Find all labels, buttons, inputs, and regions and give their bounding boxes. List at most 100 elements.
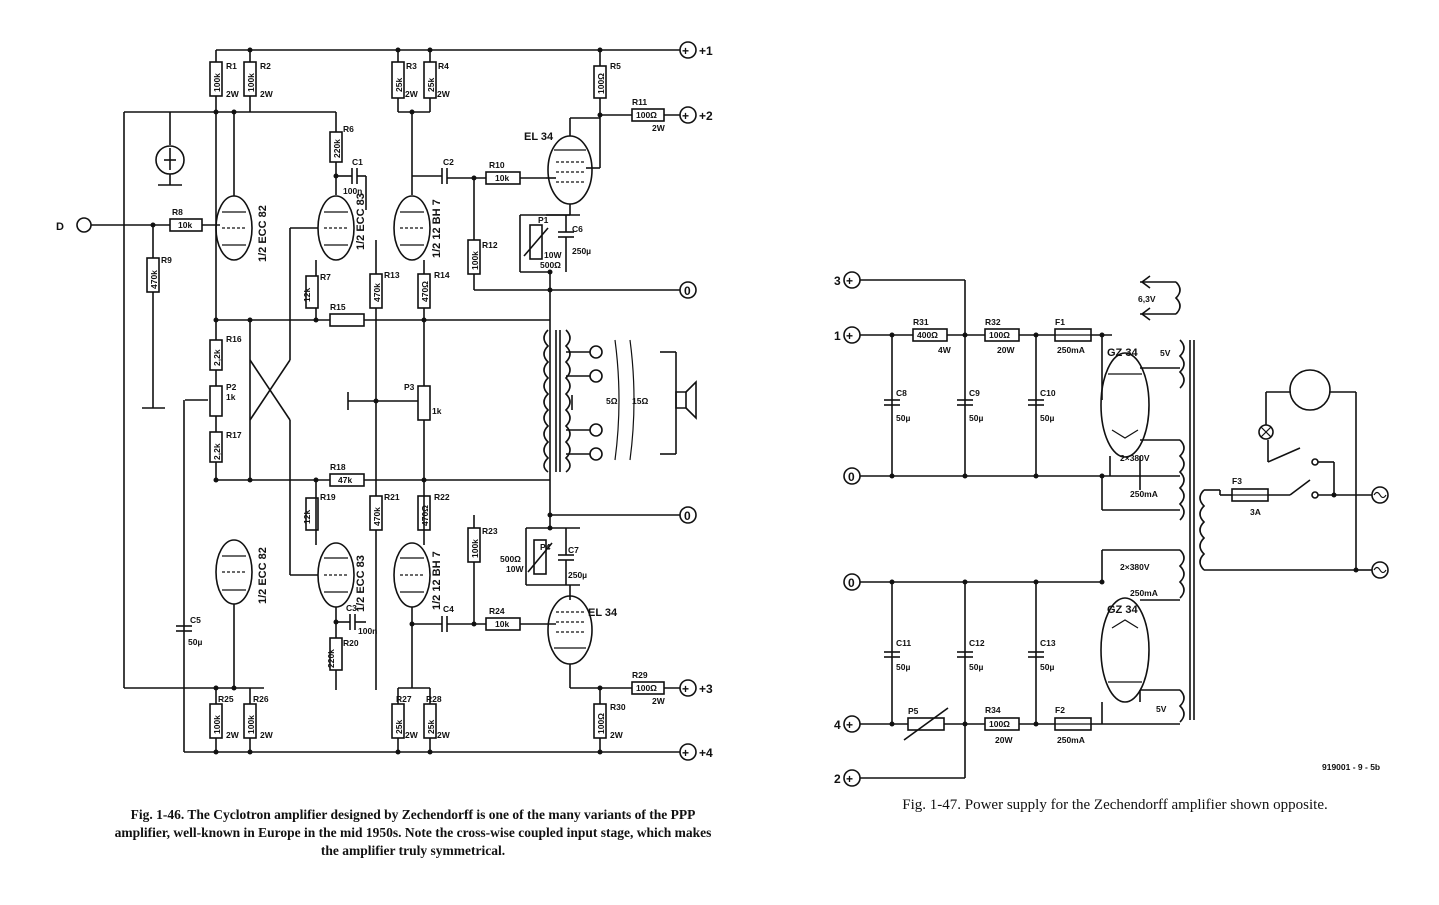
svg-text:P5: P5 bbox=[908, 706, 919, 716]
svg-text:R1: R1 bbox=[226, 61, 237, 71]
svg-text:R10: R10 bbox=[489, 160, 505, 170]
resistor-R14 bbox=[417, 273, 431, 309]
svg-text:100k: 100k bbox=[246, 715, 256, 734]
resistor-R8 bbox=[169, 218, 203, 232]
svg-text:C9: C9 bbox=[969, 388, 980, 398]
input-jack bbox=[76, 217, 92, 233]
svg-text:+: + bbox=[846, 772, 853, 786]
svg-text:5V: 5V bbox=[1156, 704, 1167, 714]
svg-text:2W: 2W bbox=[260, 89, 274, 99]
svg-text:12k: 12k bbox=[302, 288, 312, 302]
tube-12bh7-top bbox=[393, 195, 431, 261]
svg-text:3A: 3A bbox=[1250, 507, 1261, 517]
svg-text:1/2 12 BH 7: 1/2 12 BH 7 bbox=[431, 551, 443, 610]
svg-text:R18: R18 bbox=[330, 462, 346, 472]
resistor-R3 bbox=[391, 61, 405, 99]
svg-text:0: 0 bbox=[684, 509, 691, 523]
resistor-R31 bbox=[912, 328, 948, 342]
svg-text:F3: F3 bbox=[1232, 476, 1242, 486]
transformer-secondary-top bbox=[1178, 439, 1185, 521]
svg-text:0: 0 bbox=[848, 470, 855, 484]
resistor-R23 bbox=[467, 527, 481, 563]
tube-gz34-bottom bbox=[1100, 597, 1150, 703]
resistor-R30 bbox=[593, 703, 607, 739]
svg-text:1/2 ECC 82: 1/2 ECC 82 bbox=[257, 205, 269, 262]
svg-text:10W: 10W bbox=[506, 564, 524, 574]
svg-text:+3: +3 bbox=[699, 682, 713, 696]
resistor-R27 bbox=[391, 703, 405, 739]
svg-text:C8: C8 bbox=[896, 388, 907, 398]
pot-P2 bbox=[209, 385, 223, 417]
resistor-R32 bbox=[984, 328, 1020, 342]
svg-text:2W: 2W bbox=[610, 730, 624, 740]
svg-text:C5: C5 bbox=[190, 615, 201, 625]
svg-text:C3: C3 bbox=[346, 603, 357, 613]
svg-text:R34: R34 bbox=[985, 705, 1001, 715]
resistor-R19 bbox=[305, 497, 319, 531]
svg-text:25k: 25k bbox=[426, 720, 436, 734]
resistor-R29 bbox=[631, 681, 665, 695]
svg-text:47k: 47k bbox=[338, 475, 352, 485]
svg-text:50µ: 50µ bbox=[1040, 662, 1054, 672]
svg-text:+: + bbox=[846, 718, 853, 732]
svg-text:2W: 2W bbox=[437, 89, 451, 99]
svg-text:P1: P1 bbox=[538, 215, 549, 225]
svg-text:20W: 20W bbox=[995, 735, 1013, 745]
svg-text:2,2k: 2,2k bbox=[212, 443, 222, 460]
resistor-R11 bbox=[631, 108, 665, 122]
svg-text:100k: 100k bbox=[212, 715, 222, 734]
svg-text:250mA: 250mA bbox=[1057, 345, 1085, 355]
svg-text:2: 2 bbox=[834, 772, 841, 786]
svg-text:R5: R5 bbox=[610, 61, 621, 71]
svg-text:GZ 34: GZ 34 bbox=[1107, 604, 1138, 616]
svg-text:470k: 470k bbox=[372, 507, 382, 526]
resistor-R28 bbox=[423, 703, 437, 739]
svg-text:50µ: 50µ bbox=[969, 662, 983, 672]
svg-text:919001 - 9 - 5b: 919001 - 9 - 5b bbox=[1322, 762, 1380, 772]
resistor-R6 bbox=[329, 131, 343, 163]
svg-text:220k: 220k bbox=[326, 649, 336, 668]
svg-text:C7: C7 bbox=[568, 545, 579, 555]
svg-text:R25: R25 bbox=[218, 694, 234, 704]
svg-text:15Ω: 15Ω bbox=[632, 396, 648, 406]
svg-text:R6: R6 bbox=[343, 124, 354, 134]
svg-text:+: + bbox=[682, 44, 689, 58]
svg-text:P2: P2 bbox=[226, 382, 237, 392]
svg-text:F2: F2 bbox=[1055, 705, 1065, 715]
pot-P3 bbox=[417, 385, 431, 421]
svg-text:3: 3 bbox=[834, 274, 841, 288]
svg-text:R27: R27 bbox=[396, 694, 412, 704]
svg-text:R28: R28 bbox=[426, 694, 442, 704]
svg-text:R9: R9 bbox=[161, 255, 172, 265]
svg-text:+4: +4 bbox=[699, 746, 713, 760]
svg-text:470k: 470k bbox=[372, 283, 382, 302]
svg-text:470Ω: 470Ω bbox=[420, 281, 430, 302]
terminal-plus-1 bbox=[679, 41, 697, 59]
meter-circle bbox=[1289, 369, 1331, 411]
resistor-R9 bbox=[146, 257, 160, 293]
svg-text:R20: R20 bbox=[343, 638, 359, 648]
svg-text:P4: P4 bbox=[540, 542, 551, 552]
svg-text:4W: 4W bbox=[938, 345, 952, 355]
svg-text:100Ω: 100Ω bbox=[636, 110, 657, 120]
svg-text:2W: 2W bbox=[652, 696, 666, 706]
svg-text:50µ: 50µ bbox=[188, 637, 202, 647]
svg-text:C11: C11 bbox=[896, 638, 911, 648]
svg-text:C1: C1 bbox=[352, 157, 363, 167]
transformer-secondary-bottom bbox=[1178, 549, 1185, 599]
svg-text:C6: C6 bbox=[572, 224, 583, 234]
mains-switch bbox=[1289, 479, 1311, 496]
resistor-R13 bbox=[369, 273, 383, 309]
svg-text:R3: R3 bbox=[406, 61, 417, 71]
svg-text:100k: 100k bbox=[470, 251, 480, 270]
svg-text:100Ω: 100Ω bbox=[989, 719, 1010, 729]
svg-text:10W: 10W bbox=[544, 250, 562, 260]
svg-text:100k: 100k bbox=[246, 73, 256, 92]
figure-caption-47: Fig. 1-47. Power supply for the Zechendo… bbox=[902, 797, 1328, 813]
svg-text:1: 1 bbox=[834, 329, 841, 343]
svg-text:2W: 2W bbox=[652, 123, 666, 133]
svg-text:2W: 2W bbox=[405, 89, 419, 99]
svg-text:100Ω: 100Ω bbox=[989, 330, 1010, 340]
svg-text:+2: +2 bbox=[699, 109, 713, 123]
svg-text:10k: 10k bbox=[495, 173, 509, 183]
